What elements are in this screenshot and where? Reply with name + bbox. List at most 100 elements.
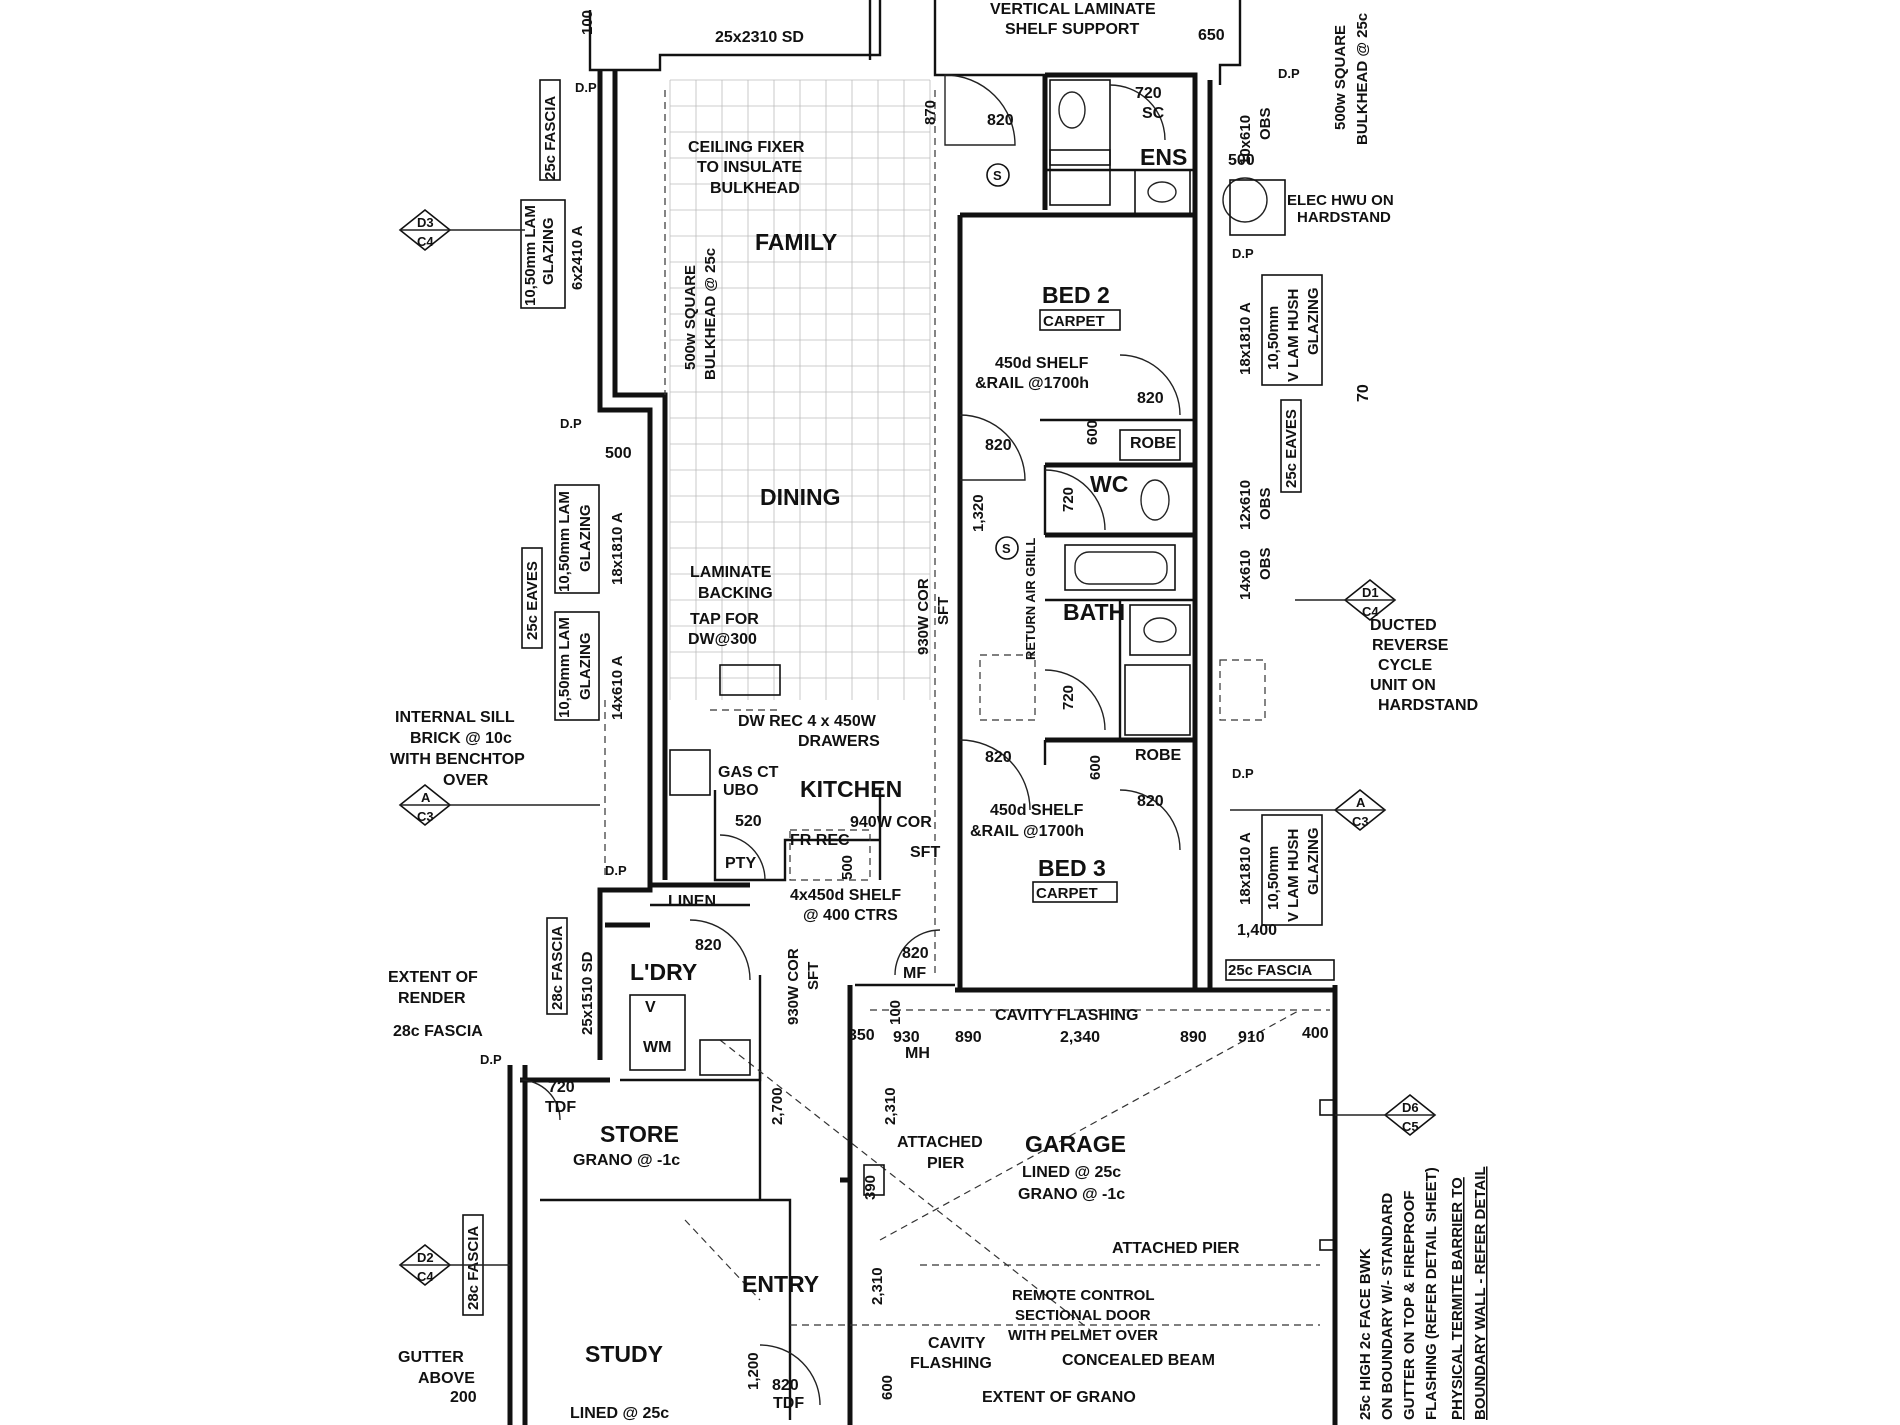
dimensions: 820 870 650 500 820 600 820 1,320 720 72…: [548, 27, 1329, 1400]
marker-d1-top: D1: [1362, 585, 1379, 600]
room-bath: BATH: [1063, 599, 1125, 625]
window-obs-ens: 10x610: [1237, 115, 1254, 165]
room-bed3: BED 3: [1038, 855, 1106, 881]
note-dp-2: D.P: [560, 416, 582, 431]
smoke-alarm-label-2: S: [1002, 541, 1011, 556]
note-sd-top: 25x2310 SD: [715, 29, 804, 46]
dim-820-study: 820: [772, 1377, 799, 1394]
note-eaves-left: 25c EAVES: [524, 561, 541, 640]
eaves-right-tag: [1280, 399, 1302, 493]
note-shelf-b2-2: &RAIL @1700h: [975, 375, 1089, 392]
note-dp-5: D.P: [1278, 66, 1300, 81]
note-vert-lam-1: VERTICAL LAMINATE: [990, 1, 1156, 18]
window-right-top-3: GLAZING: [1305, 288, 1322, 356]
dim-600-robe3: 600: [1087, 755, 1104, 780]
window-right-top-4: 18x1810 A: [1237, 302, 1254, 375]
note-gutter-1: GUTTER: [398, 1349, 464, 1366]
window-tag-left-low: [554, 611, 600, 721]
dim-820-family: 820: [987, 112, 1014, 129]
window-left-top-2: GLAZING: [540, 218, 557, 286]
dim-520: 520: [735, 813, 762, 830]
dim-600-gar: 600: [879, 1375, 896, 1400]
walls: [507, 0, 1338, 1425]
dim-890b: 890: [1180, 1029, 1207, 1046]
dim-390: 390: [862, 1175, 879, 1200]
note-dp-3: D.P: [605, 863, 627, 878]
note-fascia-br: 25c FASCIA: [1228, 962, 1312, 979]
dim-870: 870: [922, 100, 939, 125]
note-shelf-b2-1: 450d SHELF: [995, 355, 1089, 372]
window-left-mid-3: 18x1810 A: [609, 512, 626, 585]
dim-890: 890: [955, 1029, 982, 1046]
dim-400: 400: [1302, 1025, 1329, 1042]
marker-a-left-top: A: [421, 790, 431, 805]
note-mh: MH: [905, 1045, 930, 1062]
note-ducted-3: CYCLE: [1378, 657, 1433, 674]
dim-910: 910: [1238, 1029, 1265, 1046]
note-bulkhead-left-1: 500w SQUARE: [682, 265, 699, 370]
dim-2340: 2,340: [1060, 1029, 1100, 1046]
note-return-air: RETURN AIR GRILL: [1023, 538, 1038, 660]
note-vert-lam-2: SHELF SUPPORT: [1005, 21, 1139, 38]
marker-a-right-bot: C3: [1352, 814, 1369, 829]
note-cor-940-2: SFT: [910, 844, 940, 861]
window-obs-wc-2: OBS: [1257, 487, 1274, 520]
room-study: STUDY: [585, 1341, 663, 1367]
note-bwk-3: GUTTER ON TOP & FIREPROOF: [1401, 1191, 1418, 1420]
note-sd-1510: 25x1510 SD: [579, 951, 596, 1035]
room-bed2: BED 2: [1042, 282, 1110, 308]
note-tap-2: DW@300: [688, 631, 757, 648]
window-left-low-2: GLAZING: [577, 633, 594, 701]
dim-720-tdf: 720: [548, 1079, 575, 1096]
note-laminate-1: LAMINATE: [690, 564, 772, 581]
window-tag-right-top: [1261, 274, 1323, 386]
note-cavity-flashing-low-1: CAVITY: [928, 1335, 986, 1352]
note-cor-930-1: 930W COR: [915, 578, 932, 655]
note-sill-3: WITH BENCHTOP: [390, 751, 525, 768]
note-bulkhead-right-1: 500w SQUARE: [1332, 25, 1349, 130]
dim-100: 100: [887, 1000, 904, 1025]
note-gutter-2: ABOVE: [418, 1370, 475, 1387]
marker-d6-bot: C5: [1402, 1119, 1419, 1134]
store-finish: GRANO @ -1c: [573, 1152, 680, 1169]
note-bulkhead-left-2: BULKHEAD @ 25c: [702, 248, 719, 380]
note-ducted-2: REVERSE: [1372, 637, 1449, 654]
note-ceiling-3: BULKHEAD: [710, 180, 800, 197]
window-right-bot-4: 18x1810 A: [1237, 832, 1254, 905]
window-right-top-2: V LAM HUSH: [1285, 289, 1302, 382]
dim-2310: 2,310: [882, 1087, 899, 1125]
room-garage: GARAGE: [1025, 1131, 1126, 1157]
fascia-28c-left-tag: [546, 917, 568, 1015]
fixtures: [629, 79, 1336, 1251]
bed3-carpet: CARPET: [1036, 885, 1098, 902]
note-fascia-left: 25c FASCIA: [542, 96, 559, 180]
garage-lined: LINED @ 25c: [1022, 1164, 1121, 1181]
note-tdf-1: TDF: [545, 1099, 576, 1116]
note-attached-pier-2: PIER: [927, 1155, 965, 1172]
window-tag-left-top: [520, 199, 566, 309]
note-elec-hwu-1: ELEC HWU ON: [1287, 192, 1394, 209]
note-sc: SC: [1142, 105, 1165, 122]
room-robe-bed3: ROBE: [1135, 747, 1182, 764]
room-family: FAMILY: [755, 229, 837, 255]
note-sill-1: INTERNAL SILL: [395, 709, 515, 726]
note-v: V: [645, 999, 656, 1016]
note-attached-pier-right: ATTACHED PIER: [1112, 1240, 1240, 1257]
note-tap-1: TAP FOR: [690, 611, 759, 628]
note-ubo: UBO: [723, 782, 759, 799]
note-extent-grano: EXTENT OF GRANO: [982, 1389, 1136, 1406]
room-wc: WC: [1090, 471, 1128, 497]
dim-820-bed3: 820: [985, 749, 1012, 766]
dim-600-robe2: 600: [1084, 420, 1101, 445]
note-720sc: 720: [1135, 85, 1162, 102]
note-linen-shelf-1: 4x450d SHELF: [790, 887, 901, 904]
note-sill-4: OVER: [443, 772, 489, 789]
dim-820-robe2: 820: [1137, 390, 1164, 407]
note-dp-6: D.P: [1232, 246, 1254, 261]
dim-820-ldry: 820: [695, 937, 722, 954]
note-elec-hwu-2: HARDSTAND: [1297, 209, 1391, 226]
dim-1400: 1,400: [1237, 922, 1277, 939]
note-attached-pier-1: ATTACHED: [897, 1134, 983, 1151]
window-right-top-1: 10,50mm: [1265, 306, 1282, 370]
note-termite-2: BOUNDARY WALL - REFER DETAIL: [1472, 1166, 1489, 1420]
